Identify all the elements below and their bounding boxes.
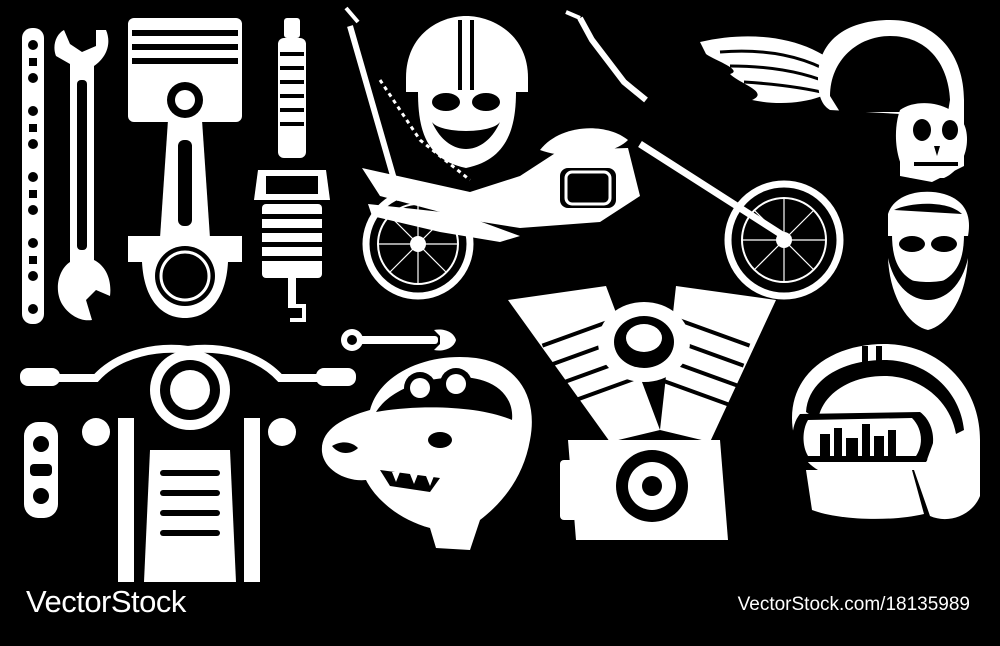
winged-skull-helmet-icon <box>700 20 968 182</box>
piston-icon <box>128 18 242 318</box>
v-twin-engine-icon <box>508 286 776 540</box>
spark-plug-icon <box>254 18 330 322</box>
helmeted-biker-head-icon <box>406 16 528 168</box>
roller-chain-icon <box>22 28 44 324</box>
chain-link-icon <box>24 422 58 518</box>
wrench-icon <box>54 30 111 321</box>
motorcycle-front-icon <box>20 344 356 582</box>
image-id-watermark: VectorStock.com/18135989 <box>737 594 970 615</box>
bearded-man-icon <box>888 191 969 330</box>
small-wrench-icon <box>341 329 456 351</box>
wolf-helmet-icon <box>321 356 532 550</box>
helmet-with-goggles-icon <box>792 344 980 520</box>
brand-watermark: VectorStock <box>26 584 186 619</box>
chopper-motorcycle-icon <box>344 6 844 300</box>
watermark-bar: VectorStock VectorStock.com/18135989 <box>0 582 1000 646</box>
biker-clipart-artwork: .w { fill: #fff; } .k { fill: #000; } .w… <box>20 6 980 582</box>
